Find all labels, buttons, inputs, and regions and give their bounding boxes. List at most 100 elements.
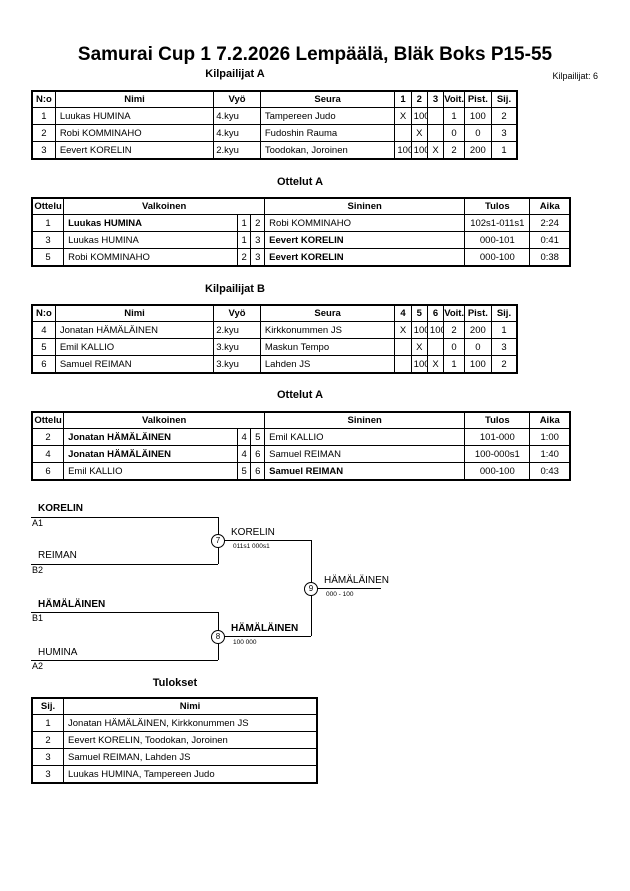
cell-m2: X [410, 124, 428, 142]
bracket-semi1-bottom: REIMAN [38, 550, 77, 561]
cell-club: Tampereen Judo [259, 107, 396, 125]
cell-m3 [426, 338, 445, 356]
cell-points: 200 [463, 141, 492, 160]
column-header: Sininen [264, 197, 466, 215]
cell-rank: 1 [31, 714, 64, 732]
cell-time: 0:38 [529, 248, 571, 267]
cell-match-no: 2 [31, 428, 65, 446]
column-header: Seura [259, 304, 396, 322]
page-title: Samurai Cup 1 7.2.2026 Lempäälä, Bläk Bo… [77, 44, 553, 65]
table-header-row: Sij.Nimi [31, 697, 318, 715]
bracket-seed-a1: A1 [32, 518, 44, 528]
cell-m1 [394, 124, 412, 142]
column-header: Sij. [490, 90, 518, 108]
cell-m3: X [426, 141, 445, 160]
column-header: Sij. [31, 697, 64, 715]
cell-rank: 3 [31, 765, 64, 784]
column-header: 3 [426, 90, 445, 108]
cell-m1: X [394, 321, 412, 339]
cell-rank: 2 [490, 107, 518, 125]
cell-m2: 100 [410, 141, 428, 160]
bracket-semi2-score: 100 000 [233, 639, 257, 646]
cell-club: Lahden JS [259, 355, 396, 374]
cell-blue-no: 2 [250, 214, 266, 232]
cell-points: 0 [463, 338, 492, 356]
cell-m2: 100 [410, 321, 428, 339]
cell-match-no: 5 [31, 248, 65, 267]
cell-white-no: 5 [236, 462, 252, 481]
cell-belt: 4.kyu [213, 124, 261, 142]
cell-no: 2 [31, 124, 56, 142]
cell-white-no: 1 [236, 231, 252, 249]
column-header: N:o [31, 304, 56, 322]
cell-time: 1:00 [529, 428, 571, 446]
cell-blue-no: 3 [250, 231, 266, 249]
cell-rank: 3 [490, 338, 518, 356]
cell-blue: Eevert KORELIN [264, 248, 466, 267]
cell-white-no: 1 [236, 214, 252, 232]
cell-white-no: 4 [236, 428, 252, 446]
column-header: 4 [394, 304, 412, 322]
cell-rank: 3 [490, 124, 518, 142]
cell-white-no: 2 [236, 248, 252, 267]
cell-m1 [394, 338, 412, 356]
column-header: 2 [410, 90, 428, 108]
cell-name: Eevert KORELIN [54, 141, 215, 160]
column-header: 6 [426, 304, 445, 322]
cell-result: 000-100 [464, 248, 531, 267]
cell-blue-no: 6 [250, 445, 266, 463]
bracket-semi2-bottom: HUMINA [38, 647, 78, 658]
cell-m2: 100 [410, 107, 428, 125]
cell-wins: 2 [443, 321, 465, 339]
cell-wins: 1 [443, 355, 465, 374]
cell-points: 0 [463, 124, 492, 142]
cell-time: 1:40 [529, 445, 571, 463]
cell-points: 100 [463, 355, 492, 374]
cell-name: Emil KALLIO [54, 338, 215, 356]
cell-no: 6 [31, 355, 56, 374]
column-header: Vyö [213, 304, 261, 322]
column-header: Nimi [54, 90, 215, 108]
cell-name: Eevert KORELIN, Toodokan, Joroinen [63, 731, 318, 749]
cell-match-no: 4 [31, 445, 65, 463]
cell-rank: 1 [490, 321, 518, 339]
cell-wins: 2 [443, 141, 465, 160]
cell-blue: Eevert KORELIN [264, 231, 466, 249]
cell-wins: 0 [443, 124, 465, 142]
bracket-match-8: 8 [211, 630, 225, 644]
column-header: 5 [410, 304, 428, 322]
column-header: Tulos [464, 411, 531, 429]
cell-belt: 3.kyu [213, 355, 261, 374]
cell-rank: 2 [31, 731, 64, 749]
matches-b-heading: Ottelut A [276, 389, 324, 401]
cell-blue-no: 3 [250, 248, 266, 267]
cell-white: Emil KALLIO [63, 462, 238, 481]
column-header: Ottelu [31, 197, 65, 215]
cell-points: 200 [463, 321, 492, 339]
cell-match-no: 6 [31, 462, 65, 481]
cell-rank: 2 [490, 355, 518, 374]
cell-blue-no: 5 [250, 428, 266, 446]
cell-name: Samuel REIMAN [54, 355, 215, 374]
cell-name: Jonatan HÄMÄLÄINEN, Kirkkonummen JS [63, 714, 318, 732]
column-header: Tulos [464, 197, 531, 215]
bracket-semi2-winner: HÄMÄLÄINEN [231, 623, 299, 634]
bracket-seed-a2: A2 [32, 661, 44, 671]
column-header: Nimi [63, 697, 318, 715]
cell-belt: 4.kyu [213, 107, 261, 125]
bracket-semi2-top: HÄMÄLÄINEN [38, 599, 106, 610]
column-header: Voit. [443, 90, 465, 108]
column-header: Aika [529, 411, 571, 429]
bracket-semi1-score: 011s1 000s1 [233, 543, 270, 550]
cell-club: Maskun Tempo [259, 338, 396, 356]
